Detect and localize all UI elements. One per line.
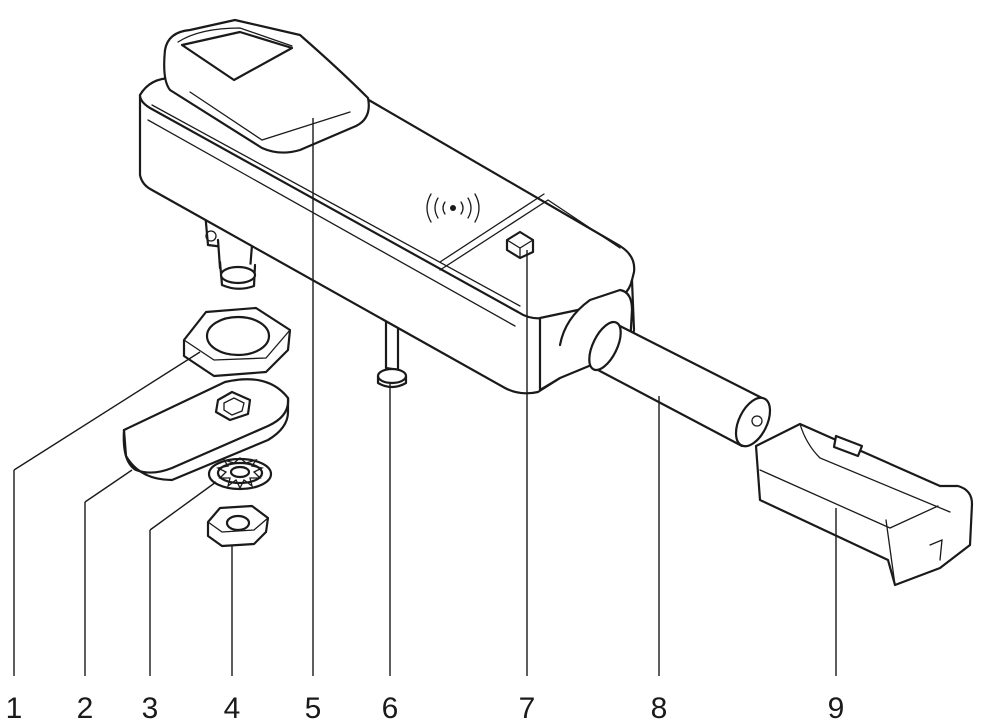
rfid-wireless-icon	[426, 193, 480, 223]
lock-housing	[138, 18, 636, 395]
callout-2: 2	[77, 692, 94, 725]
callout-4: 4	[224, 692, 241, 725]
callout-8: 8	[651, 692, 668, 725]
battery	[588, 320, 772, 448]
callout-7: 7	[519, 692, 536, 725]
callout-9: 9	[828, 692, 845, 725]
leader-lines	[13, 118, 837, 676]
callout-5: 5	[305, 692, 322, 725]
lock-washer	[207, 457, 273, 491]
callout-1: 1	[6, 692, 23, 725]
small-nut	[206, 504, 270, 548]
hex-nut	[182, 306, 292, 378]
callout-3: 3	[142, 692, 159, 725]
cam-lever	[122, 378, 290, 482]
callout-6: 6	[382, 692, 399, 725]
callout-labels: 1 2 3 4 5 6 7 8 9	[6, 692, 845, 725]
battery-cover	[754, 422, 974, 587]
